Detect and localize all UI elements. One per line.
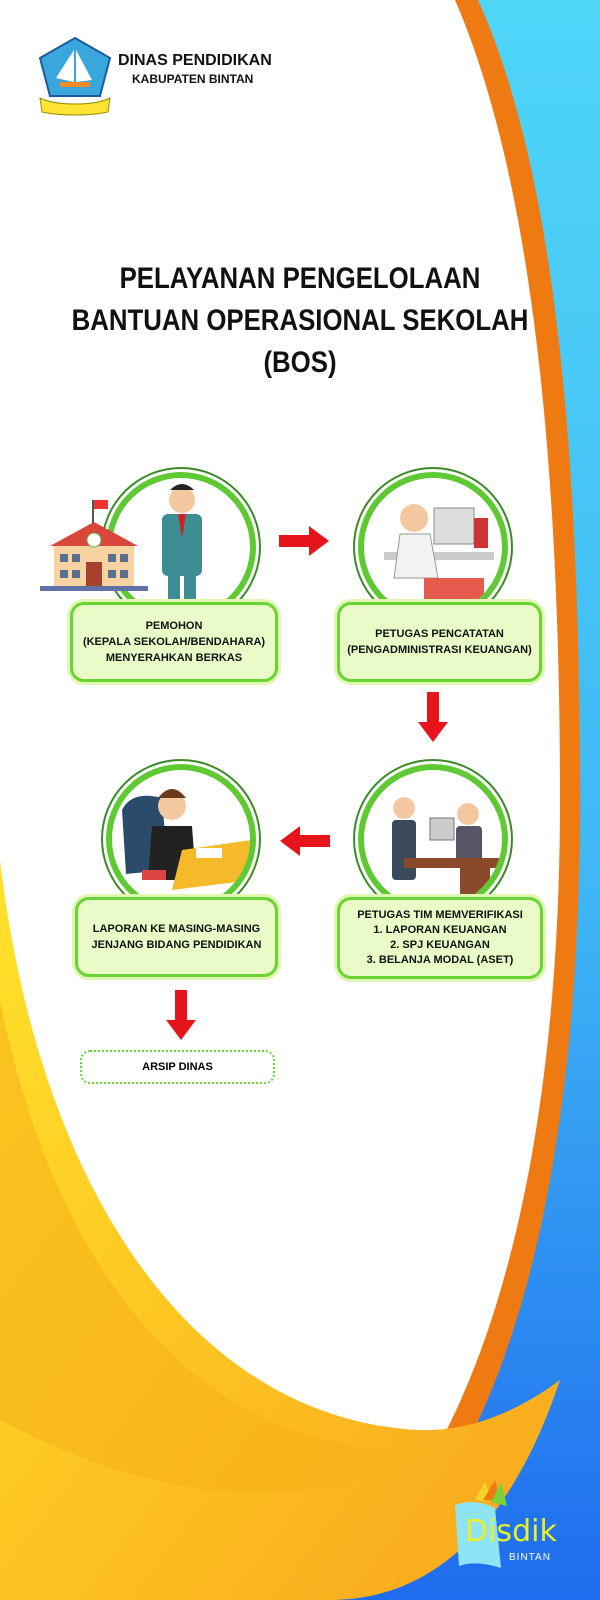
title-line: BANTUAN OPERASIONAL SEKOLAH (71, 304, 529, 337)
archive-box: ARSIP DINAS (80, 1050, 275, 1084)
step-text: LAPORAN KE MASING-MASING (92, 923, 261, 935)
step-text: 1. LAPORAN KEUANGAN (373, 924, 507, 936)
arrow-right-icon (279, 526, 329, 556)
title-line: PELAYANAN PENGELOLAAN (119, 262, 481, 295)
government-logo (36, 36, 114, 116)
page-title: PELAYANAN PENGELOLAAN BANTUAN OPERASIONA… (42, 258, 558, 384)
disdik-sub: BINTAN (509, 1552, 551, 1563)
org-name: DINAS PENDIDIKAN (118, 52, 272, 69)
arrow-down-icon (166, 990, 196, 1040)
verification-team-illustration (358, 764, 508, 914)
report-illustration (106, 764, 256, 914)
title-line: (BOS) (263, 346, 337, 379)
clerk-illustration (358, 472, 508, 622)
step-text: 2. SPJ KEUANGAN (390, 939, 490, 951)
disdik-logo: Disdik BINTAN (455, 1480, 575, 1570)
step-3-verification-team: PETUGAS TIM MEMVERIFIKASI 1. LAPORAN KEU… (337, 897, 543, 979)
step-2-recording-officer: PETUGAS PENCATATAN (PENGADMINISTRASI KEU… (337, 602, 542, 682)
step-text: 3. BELANJA MODAL (ASET) (366, 954, 514, 966)
step-text: (KEPALA SEKOLAH/BENDAHARA) (82, 636, 266, 648)
step-text: PETUGAS PENCATATAN (375, 628, 504, 640)
arrow-left-icon (280, 826, 330, 856)
step-text: MENYERAHKAN BERKAS (105, 652, 243, 664)
disdik-name: Disdik (465, 1514, 557, 1549)
arrow-down-icon (418, 692, 448, 742)
step-4-report: LAPORAN KE MASING-MASING JENJANG BIDANG … (75, 897, 278, 977)
step-1-applicant: PEMOHON (KEPALA SEKOLAH/BENDAHARA) MENYE… (70, 602, 278, 682)
step-text: (PENGADMINISTRASI KEUANGAN) (347, 644, 532, 656)
school-icon (40, 500, 148, 592)
org-region: KABUPATEN BINTAN (132, 72, 254, 86)
step-text: PETUGAS TIM MEMVERIFIKASI (357, 909, 523, 921)
step-text: PEMOHON (145, 620, 203, 632)
step-text: JENJANG BIDANG PENDIDIKAN (91, 939, 262, 951)
